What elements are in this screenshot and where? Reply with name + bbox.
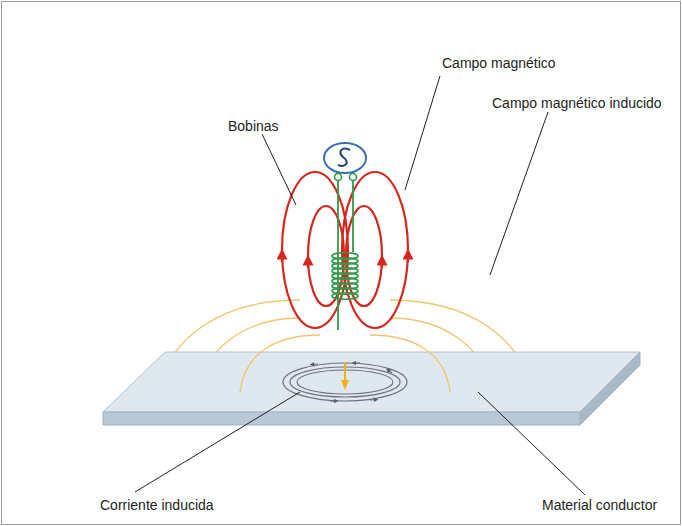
magnetic-field-loops <box>282 172 408 328</box>
induced-current-rings <box>283 363 407 401</box>
induced-field-lines-front <box>240 335 450 392</box>
part-label: Material conductor <box>540 496 659 514</box>
part-label: Corriente inducida <box>98 496 216 514</box>
part-label: Campo magnético <box>440 54 558 72</box>
conductor-plate <box>103 352 640 425</box>
ac-source <box>324 143 366 330</box>
coil-windings <box>332 253 358 299</box>
leader-lines <box>135 76 585 495</box>
field-arrowhead <box>341 380 349 390</box>
part-label: Bobinas <box>226 117 281 135</box>
part-label: Campo magnético inducido <box>490 94 664 112</box>
